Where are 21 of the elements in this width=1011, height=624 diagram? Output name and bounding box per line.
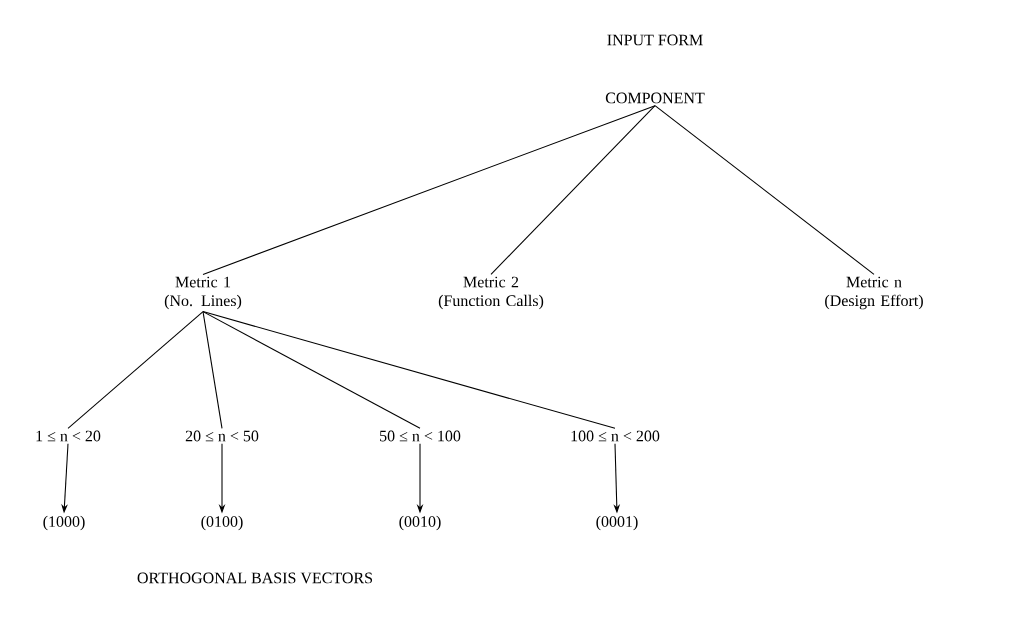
range-label: 100 ≤ n < 200 (571, 430, 660, 442)
metric-label: Metric n (Design Effort) (825, 276, 923, 310)
range-label: 50 ≤ n < 100 (380, 430, 461, 442)
heading: INPUT FORM (607, 34, 703, 46)
connector-line (654, 105, 875, 275)
tree-label: COMPONENT (605, 92, 705, 104)
metric-label: Metric 2 (Function Calls) (438, 276, 544, 310)
caption: ORTHOGONAL BASIS VECTORS (137, 572, 373, 584)
connector-line (202, 311, 421, 429)
connector-line (202, 311, 223, 429)
connector-line (67, 311, 204, 429)
connector-line (202, 105, 656, 275)
vector-label: (0100) (201, 515, 243, 531)
vector-label: (1000) (43, 515, 85, 531)
range-label: 1 ≤ n < 20 (36, 430, 101, 442)
connector-line (490, 105, 656, 275)
connector-line (202, 311, 616, 429)
vector-label: (0010) (399, 515, 441, 531)
range-label: 20 ≤ n < 50 (185, 430, 259, 442)
metric-label: Metric 1 (No. Lines) (164, 276, 242, 310)
vector-label: (0001) (596, 515, 638, 531)
